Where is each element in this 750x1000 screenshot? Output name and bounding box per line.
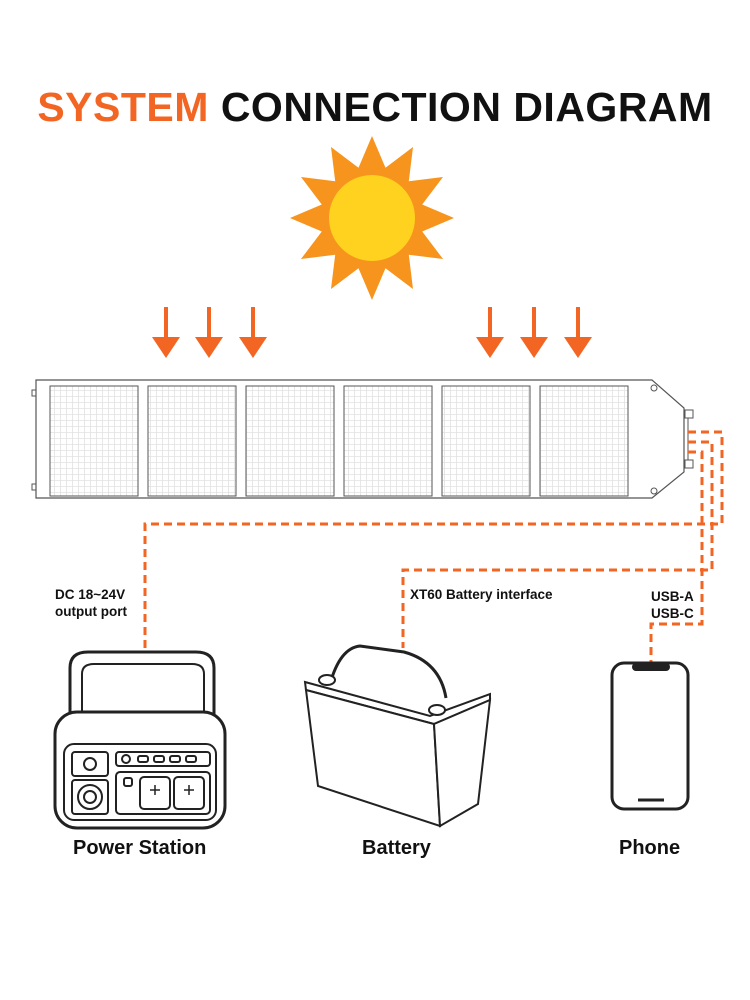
solar-cells	[49, 385, 629, 497]
line-power-station	[143, 430, 724, 648]
title-rest: CONNECTION DIAGRAM	[220, 84, 713, 130]
phone-port-line1: USB-A	[651, 589, 694, 604]
solar-cell-panel	[49, 385, 139, 497]
battery-icon	[303, 644, 492, 828]
solar-cell-panel	[245, 385, 335, 497]
diagram-title: SYSTEM CONNECTION DIAGRAM	[0, 84, 750, 131]
connection-lines	[143, 430, 724, 664]
solar-cell-panel	[539, 385, 629, 497]
down-arrow-icon	[520, 307, 548, 358]
battery-port-label: XT60 Battery interface	[410, 587, 553, 602]
down-arrow-icon	[239, 307, 267, 358]
power-station-port-line1: DC 18~24V	[55, 587, 126, 602]
phone-ports-label: USB-A USB-C	[651, 588, 694, 622]
phone-label: Phone	[619, 837, 681, 859]
sun-icon	[290, 136, 454, 300]
arrows-left	[152, 307, 267, 358]
power-station-label: Power Station	[73, 837, 207, 859]
solar-panel-icon	[31, 379, 694, 499]
phone-port-line2: USB-C	[651, 606, 694, 621]
line-phone	[649, 450, 704, 664]
battery-label: Battery	[362, 837, 431, 859]
power-station-port-line2: output port	[55, 604, 127, 619]
solar-cell-panel	[147, 385, 237, 497]
arrows-right	[476, 307, 592, 358]
phone-icon	[610, 661, 690, 811]
solar-cell-panel	[343, 385, 433, 497]
down-arrow-icon	[152, 307, 180, 358]
power-station-port-label: DC 18~24V output port	[55, 586, 127, 620]
down-arrow-icon	[564, 307, 592, 358]
power-station-icon	[53, 650, 227, 830]
down-arrow-icon	[476, 307, 504, 358]
down-arrow-icon	[195, 307, 223, 358]
solar-cell-panel	[441, 385, 531, 497]
title-accent: SYSTEM	[37, 84, 209, 130]
line-battery	[401, 440, 714, 648]
